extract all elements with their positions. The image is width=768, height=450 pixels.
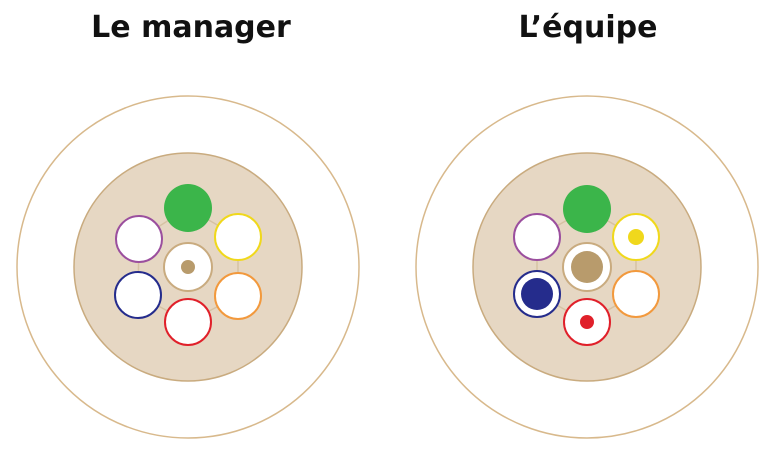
- manager-center-dot: [181, 260, 195, 274]
- team-navy-dot: [521, 278, 553, 310]
- team-green-node: [563, 185, 611, 233]
- manager-red-node: [164, 298, 212, 346]
- team-purple-node: [513, 213, 561, 261]
- manager-title: Le manager: [91, 10, 291, 45]
- team-center-dot: [571, 251, 603, 283]
- manager-green-node: [164, 184, 212, 232]
- team-orange-node: [612, 270, 660, 318]
- manager-navy-node: [114, 271, 162, 319]
- manager-orange-node: [214, 272, 262, 320]
- team-title: L’équipe: [518, 10, 658, 45]
- team-red-dot: [580, 315, 594, 329]
- manager-yellow-node: [214, 213, 262, 261]
- manager-purple-node: [115, 215, 163, 263]
- team-yellow-dot: [628, 229, 644, 245]
